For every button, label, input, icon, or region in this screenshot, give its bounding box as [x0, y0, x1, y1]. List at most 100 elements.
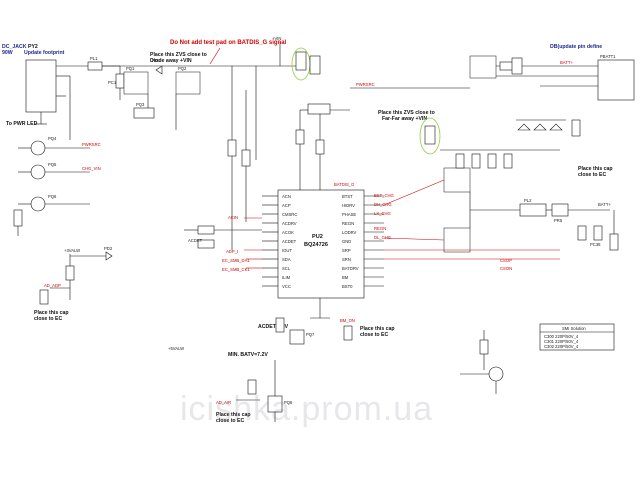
csp-net: CSOP [500, 258, 512, 263]
v5v-net-label: +5VALW [168, 346, 184, 351]
pl1-inductor [87, 61, 103, 71]
battery-connector [597, 59, 635, 101]
ic-left-pin: IOUT [282, 248, 292, 253]
pr-out-div [609, 233, 619, 251]
charger-ic-ref: PU2 [312, 234, 323, 240]
pc-in-cap1 [455, 153, 465, 169]
dh-net: DH_CHG [374, 202, 392, 207]
sda-net: EC_SMB_DA1 [222, 258, 250, 263]
pl1-label: PL1 [90, 56, 98, 61]
pc-ic-cap2 [315, 139, 325, 155]
chgvin-net-left: CHG_VIN [82, 166, 101, 171]
ic-right-pin: GND [342, 239, 351, 244]
bat-sw-transistor [488, 366, 504, 382]
hs-mosfet [443, 167, 471, 193]
ic-left-pin: SCL [282, 266, 291, 271]
pr-acdet-top [197, 225, 215, 235]
pd2-diode [105, 251, 113, 261]
pl2-inductor [519, 203, 547, 217]
pwr-led-note: To PWR LED [6, 121, 38, 127]
pd-zvs-right [424, 125, 436, 145]
pq3-transistor [133, 107, 155, 119]
pq4-transistor [30, 140, 46, 156]
db-update-note: DB(update pin define [550, 44, 602, 50]
ic-left-pin: SDA [282, 257, 291, 262]
ad-adp-net: AD_ADP [44, 283, 61, 288]
cap-ec-note-3b: close to EC [216, 418, 245, 424]
ic-left-pin: ACP [282, 203, 291, 208]
pq4-label: PQ4 [48, 136, 57, 141]
pq7-transistor [289, 329, 305, 345]
pwrsrc-net-left: PWRSRC [82, 142, 101, 147]
regn-net: REGN [374, 226, 386, 231]
ic-left-pin: ACDRV [282, 221, 297, 226]
pq5-label: PQ5 [48, 162, 57, 167]
pr-sense-out [551, 203, 569, 217]
pd-zvs-left [309, 55, 321, 75]
testpad-warning: Do Not add test pad on BATDIS_G signal [170, 40, 287, 46]
dc-jack-connector [25, 59, 57, 113]
batt-net-right: BATT+ [598, 202, 611, 207]
ic-right-pin: HIDRV [342, 203, 355, 208]
pq7-label: PQ7 [306, 332, 315, 337]
pr-adp-div [65, 265, 75, 281]
pl2-label: PL2 [524, 198, 532, 203]
pr-batt-temp [571, 119, 581, 137]
ic-left-pin: ILIM [282, 275, 291, 280]
cap-ec-note-4: Place this cap [578, 166, 613, 172]
pc-in-cap2 [471, 153, 481, 169]
ic-left-pin: ACOK [282, 230, 294, 235]
ad-air-net: AD_AIR [216, 400, 231, 405]
ic-right-pin: BTST [342, 194, 353, 199]
ic-right-pin: SRP [342, 248, 351, 253]
scl-net: EC_SMB_CK1 [222, 267, 250, 272]
vin-net-label: +VIN [272, 36, 281, 41]
pd2-label: PD2 [104, 246, 113, 251]
pc1-capacitor [115, 73, 125, 89]
zvs-diode-note: Place this ZVS close to [150, 52, 207, 58]
pc-out-label: PC38 [590, 242, 601, 247]
cap-ec-note-2: Place this cap [360, 326, 395, 332]
dc-jack-watt: 90W [2, 50, 13, 56]
pd1-diode [155, 65, 163, 75]
dl-net: DL_CHG [374, 235, 391, 240]
pc1-label: PC1 [108, 80, 117, 85]
bm-net: BM_ON [340, 318, 355, 323]
cap-ec-note-1b: close to EC [34, 316, 63, 322]
ic-left-pin: ACN [282, 194, 291, 199]
ic-right-pin: REGN [342, 221, 354, 226]
batt-net-top: BATT+ [560, 60, 573, 65]
pq1-label: PQ1 [126, 66, 135, 71]
smi-table [539, 323, 615, 351]
pr-minbat-div [247, 379, 257, 395]
cap-ec-note-2b: close to EC [360, 332, 389, 338]
pc-batt-cap [511, 57, 523, 75]
pq-title: PY2 [28, 44, 38, 50]
ic-left-pin: VCC [282, 284, 291, 289]
pq6-label: PQ6 [48, 194, 57, 199]
pc-bm-cap [343, 325, 353, 341]
pr-acdet-set [275, 317, 285, 333]
pr-led-bias [13, 209, 23, 227]
pq8-label: PQ8 [284, 400, 293, 405]
charger-ic-body [277, 189, 365, 299]
pc-in-cap4 [503, 153, 513, 169]
pc-ic-cap1 [295, 129, 305, 145]
acdet-note: ACDET=13V [258, 324, 289, 330]
adp-i-net: ADP_I [226, 249, 238, 254]
ic-left-pin: CMSRC [282, 212, 297, 217]
smi-row: C300 220P/50V_4 [544, 334, 579, 339]
pr-sense-label: PR5 [554, 218, 563, 223]
batt-fet-top [469, 55, 497, 79]
cap-ec-note-1: Place this cap [34, 310, 69, 316]
pq2-label: PQ2 [178, 66, 187, 71]
minbatv-note: MIN. BATV=7.2V [228, 352, 268, 358]
pq6-transistor [30, 196, 46, 212]
ic-right-pin: SRN [342, 257, 351, 262]
pwrsrc-net-right: PWRSRC [356, 82, 375, 87]
ic-left-pins: ACN ACP CMSRC ACDRV ACOK ACDET IOUT SDA … [282, 194, 297, 289]
v3v-net-label: +3VALW [64, 248, 80, 253]
pq5-transistor [30, 164, 46, 180]
pc-out-cap2 [593, 225, 603, 241]
